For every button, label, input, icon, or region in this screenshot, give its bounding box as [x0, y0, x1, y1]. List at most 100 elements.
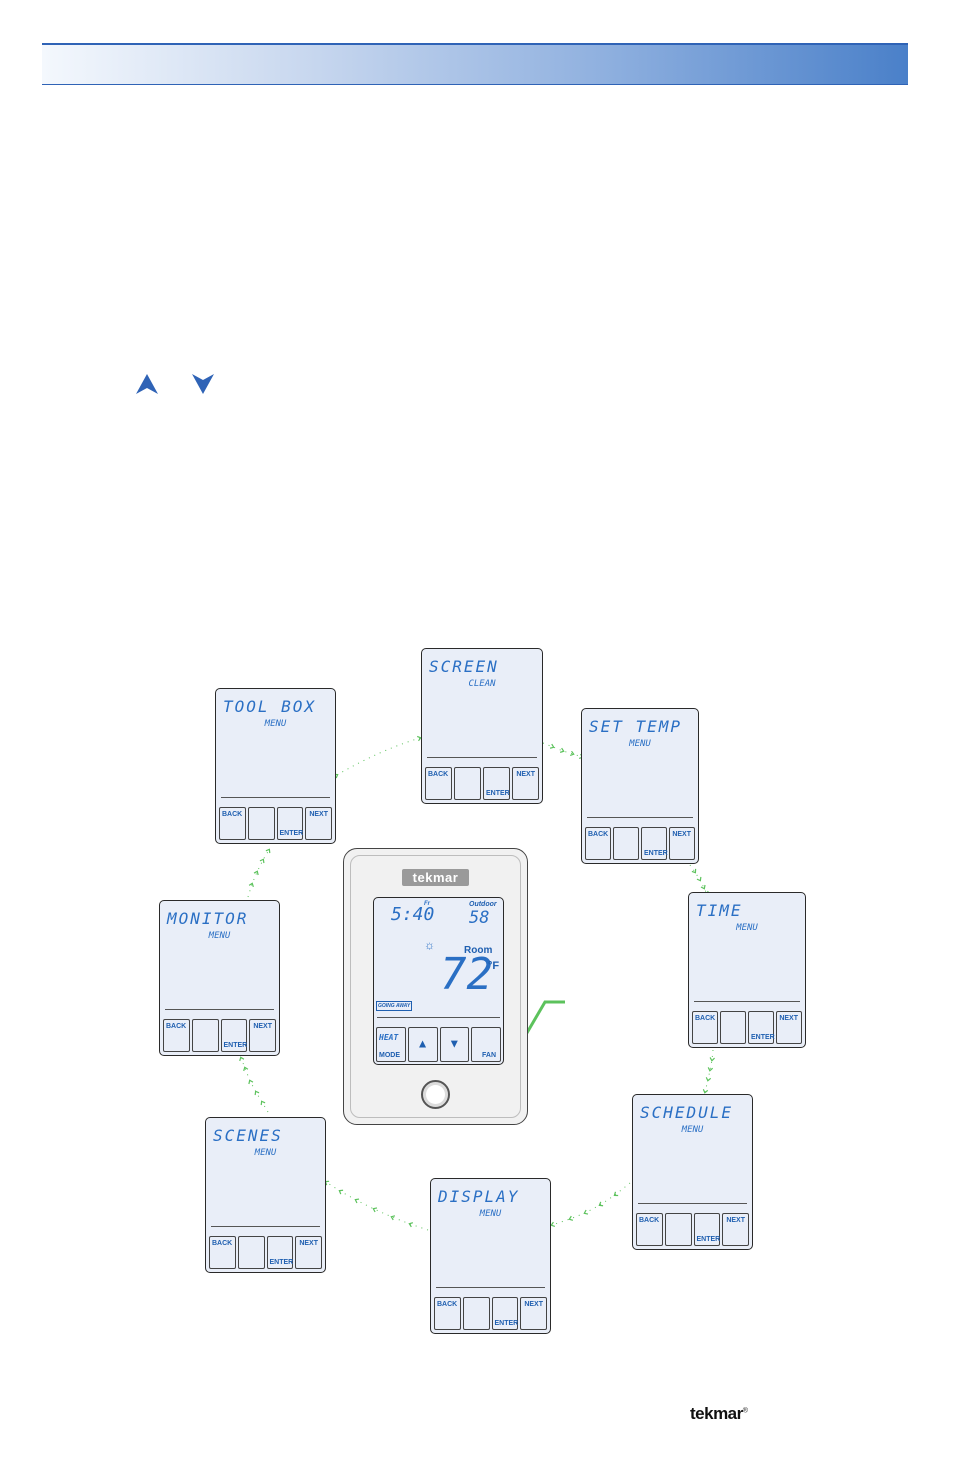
blank-button[interactable] [664, 1213, 692, 1246]
back-button[interactable]: BACK [163, 1019, 190, 1052]
scenes-title: SCENES [213, 1126, 283, 1145]
next-button[interactable]: NEXT [722, 1213, 749, 1246]
registered-mark: ® [742, 1407, 748, 1415]
mode-button[interactable]: HEAT MODE [376, 1027, 406, 1062]
back-button[interactable]: BACK [636, 1213, 663, 1246]
blank-button[interactable] [237, 1236, 265, 1269]
home-screen-lcd: 5:40 Fr Outdoor 58 ☼ Room 72 °F GOING AW… [373, 897, 504, 1065]
lcd-divider [436, 1287, 545, 1288]
back-button[interactable]: BACK [209, 1236, 236, 1269]
menu-dial-button[interactable] [421, 1080, 450, 1109]
set-temp-subtitle: MENU [629, 739, 651, 749]
next-button[interactable]: NEXT [669, 827, 695, 860]
outdoor-label: Outdoor [469, 901, 497, 908]
next-button[interactable]: NEXT [520, 1297, 547, 1330]
mode-lcd-text: HEAT [379, 1033, 399, 1042]
time-title: TIME [696, 901, 743, 920]
down-arrow-icon [192, 374, 214, 394]
screen-clean-card: SCREEN CLEAN BACK ENTER NEXT [421, 648, 543, 804]
brand-logo: tekmar [402, 869, 469, 886]
day-of-week: Fr [424, 901, 430, 907]
enter-button[interactable]: ENTER [641, 827, 668, 860]
lcd-divider [638, 1203, 747, 1204]
blank-button[interactable] [720, 1011, 746, 1044]
softkey-row: BACK ENTER NEXT [219, 807, 332, 840]
monitor-title: MONITOR [167, 909, 249, 928]
connector-settemp-to-time [689, 864, 709, 896]
next-button[interactable]: NEXT [776, 1011, 802, 1044]
back-button[interactable]: BACK [585, 827, 611, 860]
enter-button[interactable]: ENTER [266, 1236, 294, 1269]
time-subtitle: MENU [736, 923, 758, 933]
clock-time: 5:40 [391, 904, 435, 925]
next-button[interactable]: NEXT [305, 807, 332, 840]
back-button[interactable]: BACK [434, 1297, 461, 1330]
tool-box-subtitle: MENU [264, 719, 287, 729]
sun-icon: ☼ [424, 938, 435, 952]
screen-clean-title: SCREEN [429, 657, 499, 676]
tool-box-menu-card: TOOL BOX MENU BACK ENTER NEXT [215, 688, 336, 844]
back-button[interactable]: BACK [219, 807, 246, 840]
next-button[interactable]: NEXT [512, 767, 539, 800]
connector-time-to-schedule [702, 1049, 715, 1094]
softkey-row: BACK ENTER NEXT [425, 767, 539, 800]
lcd-divider [587, 817, 693, 818]
blank-button[interactable] [454, 767, 481, 800]
schedule-menu-card: SCHEDULE MENU BACK ENTER NEXT [632, 1094, 753, 1250]
display-menu-card: DISPLAY MENU BACK ENTER NEXT [430, 1178, 551, 1334]
back-button[interactable]: BACK [425, 767, 452, 800]
connector-monitor-to-toolbox [247, 848, 271, 898]
enter-button[interactable]: ENTER [220, 1019, 248, 1052]
scenes-subtitle: MENU [254, 1148, 277, 1158]
mode-label: MODE [379, 1052, 400, 1059]
enter-button[interactable]: ENTER [693, 1213, 721, 1246]
lcd-divider [221, 797, 330, 798]
softkey-row: BACK ENTER NEXT [209, 1236, 322, 1269]
enter-button[interactable]: ENTER [483, 767, 510, 800]
softkey-row: BACK ENTER NEXT [585, 827, 695, 860]
schedule-title: SCHEDULE [640, 1103, 734, 1122]
up-arrow-icon [136, 374, 158, 394]
softkey-row: BACK ENTER NEXT [636, 1213, 749, 1246]
enter-button[interactable]: ENTER [491, 1297, 519, 1330]
softkey-row: BACK ENTER NEXT [692, 1011, 802, 1044]
blank-button[interactable] [191, 1019, 219, 1052]
set-temp-menu-card: SET TEMP MENU BACK ENTER NEXT [581, 708, 699, 864]
blank-button[interactable] [462, 1297, 490, 1330]
enter-button[interactable]: ENTER [276, 807, 304, 840]
fan-label: FAN [482, 1052, 496, 1059]
blank-button[interactable] [613, 827, 639, 860]
next-button[interactable]: NEXT [295, 1236, 322, 1269]
connector-toolbox-to-screen [333, 735, 422, 779]
softkey-row: BACK ENTER NEXT [434, 1297, 547, 1330]
lcd-divider [694, 1001, 800, 1002]
outdoor-temperature: 58 [469, 908, 490, 928]
blank-button[interactable] [247, 807, 275, 840]
softkey-row: BACK ENTER NEXT [163, 1019, 276, 1052]
fan-button[interactable]: FAN [471, 1027, 501, 1062]
lcd-divider [377, 1017, 500, 1018]
screen-clean-subtitle: CLEAN [468, 679, 496, 689]
connector-screen-to-settemp [542, 742, 584, 759]
set-temp-title: SET TEMP [589, 717, 683, 736]
scenes-menu-card: SCENES MENU BACK ENTER NEXT [205, 1117, 326, 1273]
temperature-unit: °F [488, 960, 500, 972]
tool-box-title: TOOL BOX [223, 697, 317, 716]
up-triangle-icon: ▲ [416, 1036, 429, 1051]
display-subtitle: MENU [479, 1209, 502, 1219]
back-button[interactable]: BACK [692, 1011, 718, 1044]
footer-brand-logo: tekmar® [690, 1404, 748, 1423]
down-triangle-icon: ▼ [448, 1036, 461, 1051]
down-button[interactable]: ▼ [439, 1027, 470, 1062]
up-button[interactable]: ▲ [407, 1027, 438, 1062]
enter-button[interactable]: ENTER [748, 1011, 775, 1044]
next-button[interactable]: NEXT [249, 1019, 276, 1052]
room-label: Room [464, 945, 493, 956]
time-menu-card: TIME MENU BACK ENTER NEXT [688, 892, 806, 1048]
lcd-divider [165, 1009, 274, 1010]
connector-display-to-scenes [324, 1180, 429, 1231]
section-header-bar [42, 43, 908, 85]
monitor-menu-card: MONITOR MENU BACK ENTER NEXT [159, 900, 280, 1056]
display-title: DISPLAY [438, 1187, 520, 1206]
connector-schedule-to-display [550, 1182, 631, 1227]
